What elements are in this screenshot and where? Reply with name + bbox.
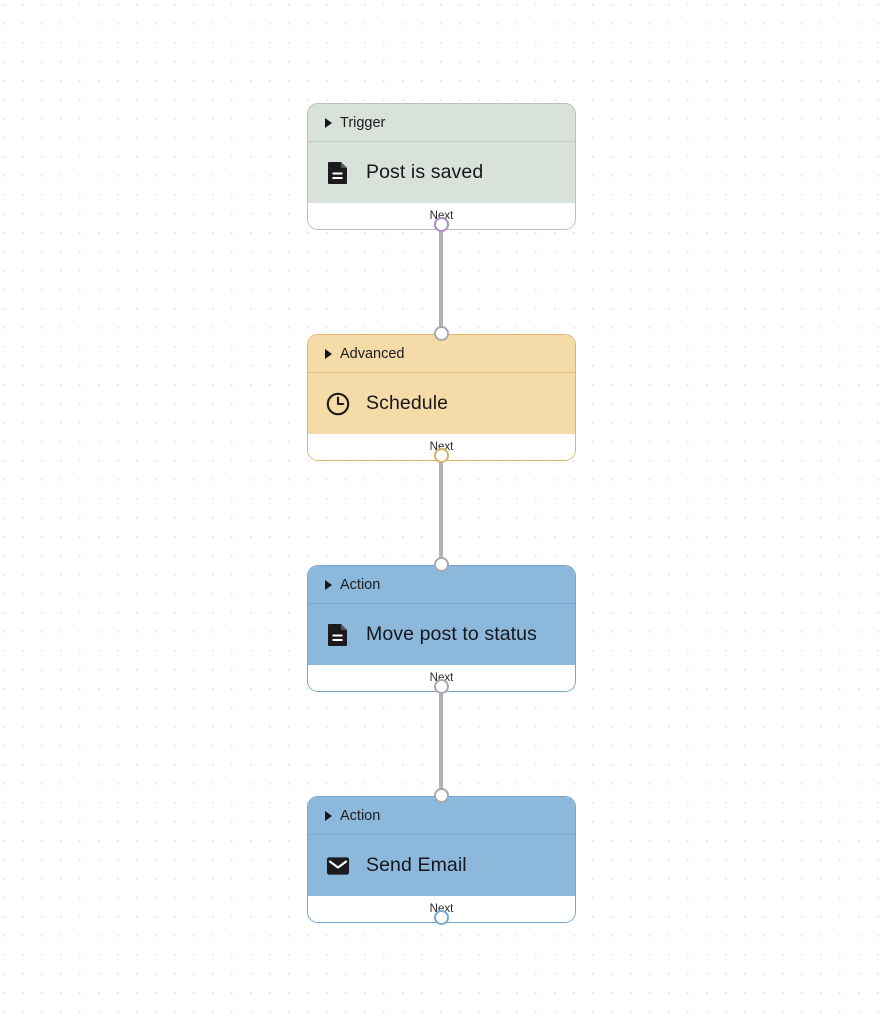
node-action-move-post-to-status[interactable]: Action Move post to status Next: [307, 565, 576, 692]
target-handle-action-move-post-to-status[interactable]: [433, 556, 449, 572]
node-title: Move post to status: [366, 623, 537, 645]
target-handle-advanced-schedule[interactable]: [433, 325, 449, 341]
node-body: Move post to status: [308, 604, 575, 665]
node-action-send-email[interactable]: Action Send Email Next: [307, 796, 576, 923]
chevron-right-icon[interactable]: [325, 810, 332, 821]
document-icon: [326, 623, 350, 647]
chevron-right-icon[interactable]: [325, 348, 332, 359]
node-category-label: Action: [340, 576, 381, 593]
node-title: Schedule: [366, 392, 449, 414]
node-header[interactable]: Action: [308, 797, 575, 835]
edge-advanced-to-action-move[interactable]: [439, 452, 443, 564]
node-title: Post is saved: [366, 161, 484, 183]
source-handle-trigger-post-is-saved[interactable]: [433, 216, 449, 232]
document-icon: [326, 161, 350, 185]
target-handle-action-send-email[interactable]: [433, 787, 449, 803]
node-header[interactable]: Action: [308, 566, 575, 604]
edge-action-move-to-send-email[interactable]: [439, 683, 443, 795]
node-header[interactable]: Trigger: [308, 104, 575, 142]
chevron-right-icon[interactable]: [325, 579, 332, 590]
node-header[interactable]: Advanced: [308, 335, 575, 373]
envelope-icon: [326, 854, 350, 878]
node-advanced-schedule[interactable]: Advanced Schedule Next: [307, 334, 576, 461]
source-handle-action-move-post-to-status[interactable]: [433, 678, 449, 694]
node-category-label: Advanced: [340, 345, 405, 362]
chevron-right-icon[interactable]: [325, 117, 332, 128]
clock-icon: [326, 392, 350, 416]
node-title: Send Email: [366, 854, 467, 876]
edge-trigger-to-advanced[interactable]: [439, 221, 443, 333]
source-handle-action-send-email[interactable]: [433, 909, 449, 925]
node-trigger-post-is-saved[interactable]: Trigger Post is saved Next: [307, 103, 576, 230]
node-body: Schedule: [308, 373, 575, 434]
node-category-label: Trigger: [340, 114, 386, 131]
node-category-label: Action: [340, 807, 381, 824]
node-body: Post is saved: [308, 142, 575, 203]
source-handle-advanced-schedule[interactable]: [433, 447, 449, 463]
node-body: Send Email: [308, 835, 575, 896]
